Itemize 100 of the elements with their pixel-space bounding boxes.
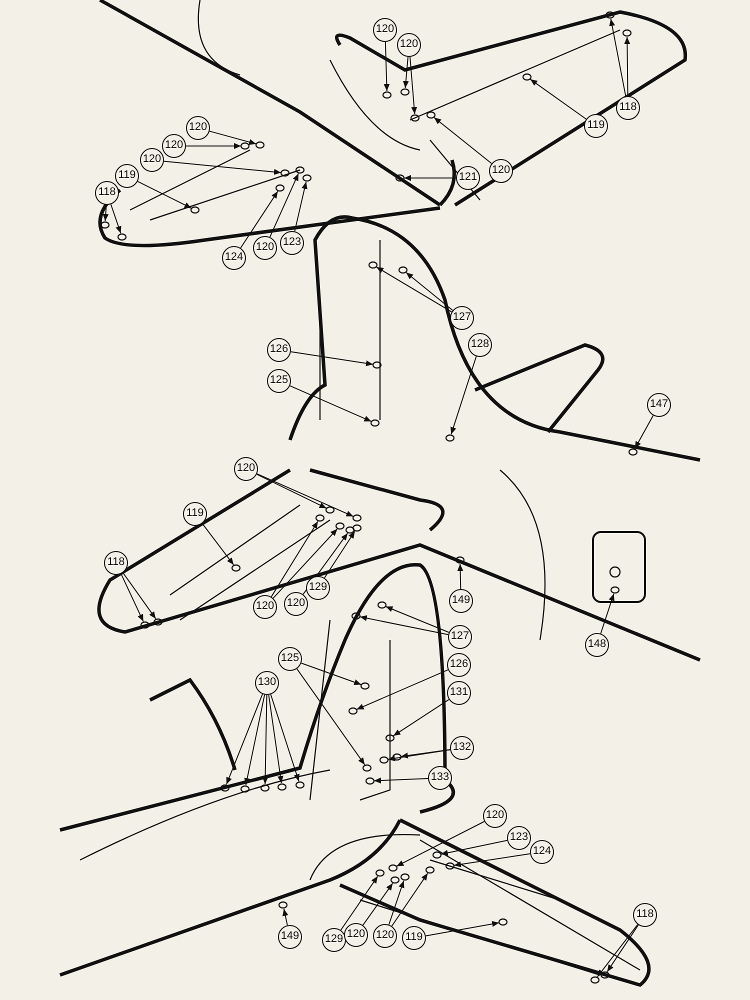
leader-line bbox=[122, 572, 156, 620]
leader-line bbox=[209, 130, 257, 145]
leader-line bbox=[290, 385, 372, 422]
leader-line bbox=[290, 351, 374, 366]
callout-number: 131 bbox=[447, 681, 471, 705]
leader-line bbox=[202, 523, 234, 566]
callout-number: 121 bbox=[456, 166, 480, 190]
leader-line bbox=[270, 520, 318, 598]
leader-line bbox=[340, 876, 378, 931]
callout-number: 118 bbox=[95, 181, 119, 205]
callout-number: 123 bbox=[507, 826, 531, 850]
callout-number: 120 bbox=[373, 924, 397, 948]
leader-line bbox=[434, 117, 492, 164]
leader-line bbox=[402, 56, 409, 88]
leader-line bbox=[270, 694, 300, 782]
leader-line bbox=[300, 662, 362, 686]
callout-number: 120 bbox=[489, 159, 513, 183]
leader-line bbox=[272, 528, 338, 599]
leader-line bbox=[457, 564, 464, 590]
callout-number: 120 bbox=[397, 33, 421, 57]
leader-line bbox=[226, 694, 263, 785]
callout-number: 129 bbox=[322, 928, 346, 952]
callout-number: 120 bbox=[253, 595, 277, 619]
callout-number: 119 bbox=[402, 926, 426, 950]
callout-number: 118 bbox=[104, 551, 128, 575]
leader-line bbox=[120, 573, 144, 622]
callout-number: 118 bbox=[633, 903, 657, 927]
leader-line bbox=[450, 356, 477, 435]
leader-line bbox=[376, 266, 452, 312]
leader-line bbox=[240, 190, 278, 248]
leader-line bbox=[396, 821, 485, 867]
callout-number: 123 bbox=[280, 231, 304, 255]
leader-line bbox=[268, 694, 284, 784]
callout-number: 149 bbox=[449, 589, 473, 613]
callout-number: 124 bbox=[222, 246, 246, 270]
callout-number: 119 bbox=[584, 114, 608, 138]
leader-line bbox=[606, 924, 639, 972]
leader-line bbox=[384, 42, 390, 92]
callout-number: 149 bbox=[278, 925, 302, 949]
leader-line bbox=[294, 181, 308, 232]
callout-number: 120 bbox=[253, 236, 277, 260]
leader-line bbox=[244, 694, 266, 786]
leader-line bbox=[163, 160, 282, 175]
callout-number: 120 bbox=[284, 592, 308, 616]
leader-line bbox=[388, 880, 404, 926]
leader-line bbox=[282, 908, 288, 926]
leader-line bbox=[374, 778, 428, 784]
callout-number: 119 bbox=[183, 502, 207, 526]
callout-number: 148 bbox=[585, 633, 609, 657]
leader-line bbox=[324, 530, 356, 578]
callout-number: 120 bbox=[186, 116, 210, 140]
leader-line bbox=[391, 872, 428, 927]
leader-line bbox=[388, 749, 451, 762]
leader-line bbox=[302, 532, 348, 595]
callout-number: 132 bbox=[450, 736, 474, 760]
callout-number: 127 bbox=[450, 306, 474, 330]
callout-number: 126 bbox=[447, 653, 471, 677]
leader-line bbox=[186, 143, 242, 149]
callout-number: 147 bbox=[647, 393, 671, 417]
leader-line bbox=[406, 272, 454, 311]
callout-number: 119 bbox=[115, 164, 139, 188]
leader-line bbox=[400, 749, 451, 758]
callout-number: 125 bbox=[267, 369, 291, 393]
leader-line bbox=[600, 593, 614, 634]
callout-number: 125 bbox=[278, 647, 302, 671]
callout-number: 120 bbox=[344, 923, 368, 947]
callout-number: 124 bbox=[530, 840, 554, 864]
leader-line bbox=[385, 606, 450, 633]
leader-line bbox=[530, 78, 587, 120]
leader-line bbox=[425, 921, 500, 936]
leader-line bbox=[454, 853, 531, 868]
callout-number: 120 bbox=[483, 804, 507, 828]
leader-line bbox=[392, 699, 450, 736]
leader-line bbox=[137, 180, 192, 209]
leader-line bbox=[362, 882, 394, 926]
leader-line bbox=[110, 204, 122, 234]
callout-number: 133 bbox=[428, 766, 452, 790]
leader-line bbox=[256, 473, 354, 517]
callout-number: 126 bbox=[267, 338, 291, 362]
callout-number: 120 bbox=[140, 148, 164, 172]
leader-line bbox=[262, 694, 268, 784]
callout-number: 130 bbox=[255, 671, 279, 695]
callout-number: 128 bbox=[468, 333, 492, 357]
callout-number: 120 bbox=[373, 18, 397, 42]
leader-line bbox=[356, 669, 448, 710]
leader-line bbox=[359, 615, 449, 636]
leader-line bbox=[410, 56, 418, 114]
leader-line bbox=[596, 924, 638, 978]
callout-number: 120 bbox=[162, 134, 186, 158]
leader-line bbox=[609, 18, 626, 97]
leader-line bbox=[440, 840, 508, 856]
leader-line bbox=[256, 474, 327, 509]
leader-line bbox=[269, 173, 299, 238]
leader-line bbox=[634, 415, 654, 449]
leader-line bbox=[624, 36, 630, 96]
callout-number: 129 bbox=[306, 576, 330, 600]
callout-number: 118 bbox=[616, 96, 640, 120]
callout-number: 127 bbox=[448, 625, 472, 649]
callout-number: 120 bbox=[234, 457, 258, 481]
leader-line bbox=[102, 204, 109, 222]
